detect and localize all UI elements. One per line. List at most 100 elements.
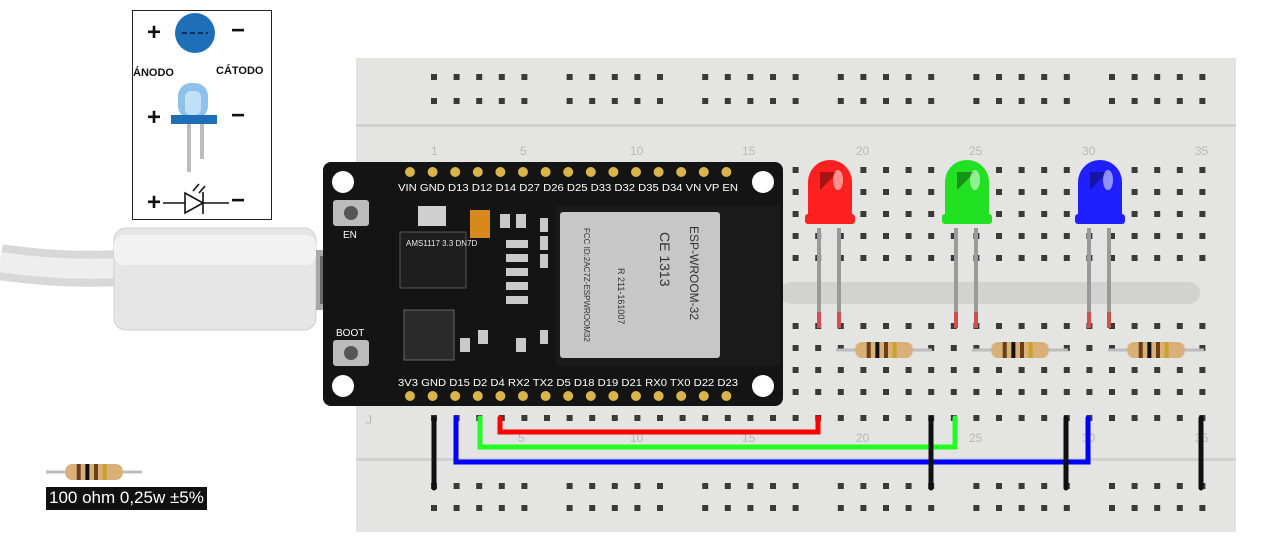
breadboard-hole [476, 98, 483, 104]
breadboard-hole [905, 415, 912, 421]
breadboard-hole [702, 415, 709, 421]
breadboard-hole [1176, 483, 1183, 489]
breadboard-hole [1018, 189, 1025, 195]
breadboard-hole [996, 255, 1002, 261]
breadboard-hole [747, 483, 754, 489]
resistor-icon [836, 342, 932, 358]
top-pin-labels: VIN GND D13 D12 D14 D27 D26 D25 D33 D32 … [398, 183, 738, 194]
breadboard-hole [860, 367, 867, 373]
breadboard-hole [860, 483, 867, 489]
breadboard-hole [1154, 189, 1161, 195]
breadboard-hole [634, 415, 641, 421]
diode-symbol-icon [163, 183, 229, 215]
breadboard-hole [883, 233, 889, 239]
breadboard-hole [1154, 233, 1161, 239]
breadboard-hole [1109, 389, 1115, 395]
breadboard-hole [1131, 255, 1138, 261]
red-wire [497, 415, 821, 435]
breadboard-hole [1176, 74, 1183, 80]
led-side-view-icon [171, 83, 217, 172]
breadboard-hole [1018, 415, 1025, 421]
breadboard-hole [883, 189, 889, 195]
breadboard-hole [1018, 255, 1025, 261]
breadboard-hole [996, 98, 1002, 104]
breadboard-hole [770, 505, 776, 511]
smd-components [460, 214, 548, 352]
breadboard-hole [498, 483, 505, 489]
breadboard-hole [973, 415, 980, 421]
breadboard-hole [860, 323, 867, 329]
breadboard-hole [1063, 389, 1070, 395]
breadboard-hole [1131, 74, 1138, 80]
breadboard-hole [905, 323, 912, 329]
led-legend-drawings [163, 13, 229, 215]
minus-sign: − [231, 102, 246, 129]
breadboard-hole [1199, 389, 1206, 395]
breadboard-hole [1154, 483, 1161, 489]
breadboard-hole [611, 98, 618, 104]
breadboard-hole [996, 323, 1002, 329]
breadboard-hole [1199, 211, 1206, 217]
resistor-icon [46, 464, 142, 480]
breadboard-hole [1041, 98, 1048, 104]
breadboard-hole [837, 415, 844, 421]
breadboard-hole [1041, 505, 1048, 511]
anode-label: ÁNODO [133, 67, 174, 79]
pin-header [698, 391, 709, 401]
breadboard-hole [950, 255, 957, 261]
svg-text:25: 25 [969, 431, 983, 445]
svg-text:ESP-WROOM-32: ESP-WROOM-32 [687, 226, 701, 320]
pin-header [495, 167, 506, 177]
breadboard-hole [1018, 323, 1025, 329]
breadboard-hole [657, 415, 663, 421]
bottom-pin-labels: 3V3 GND D15 D2 D4 RX2 TX2 D5 D18 D19 D21… [398, 378, 738, 389]
pin-header [676, 167, 687, 177]
breadboard-hole [928, 255, 935, 261]
breadboard-hole [883, 505, 889, 511]
resistor-value-label: 100 ohm 0,25w ±5% [46, 487, 207, 510]
breadboard-hole [747, 98, 754, 104]
pin-header [608, 391, 619, 401]
breadboard-hole [702, 483, 709, 489]
pin-header [631, 391, 641, 401]
resistors [836, 342, 1204, 358]
breadboard-hole [792, 505, 799, 511]
breadboard-hole [1131, 233, 1138, 239]
breadboard-hole [1063, 167, 1070, 173]
breadboard-hole [724, 505, 731, 511]
breadboard-hole [1041, 483, 1048, 489]
breadboard-hole [1109, 233, 1115, 239]
breadboard-hole [996, 233, 1002, 239]
breadboard-hole [1199, 98, 1206, 104]
breadboard-hole [792, 389, 799, 395]
breadboard-hole [792, 345, 799, 351]
breadboard-hole [1109, 345, 1115, 351]
breadboard-hole [950, 323, 957, 329]
breadboard-hole [792, 323, 799, 329]
breadboard-hole [837, 483, 844, 489]
led-blue-icon [1075, 160, 1125, 328]
breadboard-hole [1154, 505, 1161, 511]
leds [805, 160, 1125, 328]
breadboard-hole [611, 415, 618, 421]
breadboard-hole [928, 345, 935, 351]
breadboard-hole [1041, 367, 1048, 373]
breadboard-hole [589, 505, 596, 511]
breadboard-hole [702, 74, 709, 80]
breadboard-hole [996, 389, 1002, 395]
breadboard-hole [747, 505, 754, 511]
breadboard-hole [724, 415, 731, 421]
svg-text:20: 20 [856, 144, 870, 158]
breadboard-hole [815, 367, 822, 373]
breadboard-hole [883, 255, 889, 261]
breadboard-hole [747, 74, 754, 80]
led-green-icon [942, 160, 992, 328]
breadboard-hole [521, 505, 528, 511]
breadboard-hole [431, 74, 437, 80]
breadboard-hole [1018, 367, 1025, 373]
breadboard-hole [950, 233, 957, 239]
breadboard-hole [431, 98, 437, 104]
breadboard-hole [996, 415, 1002, 421]
breadboard-hole [905, 211, 912, 217]
minus-sign: − [231, 17, 246, 44]
